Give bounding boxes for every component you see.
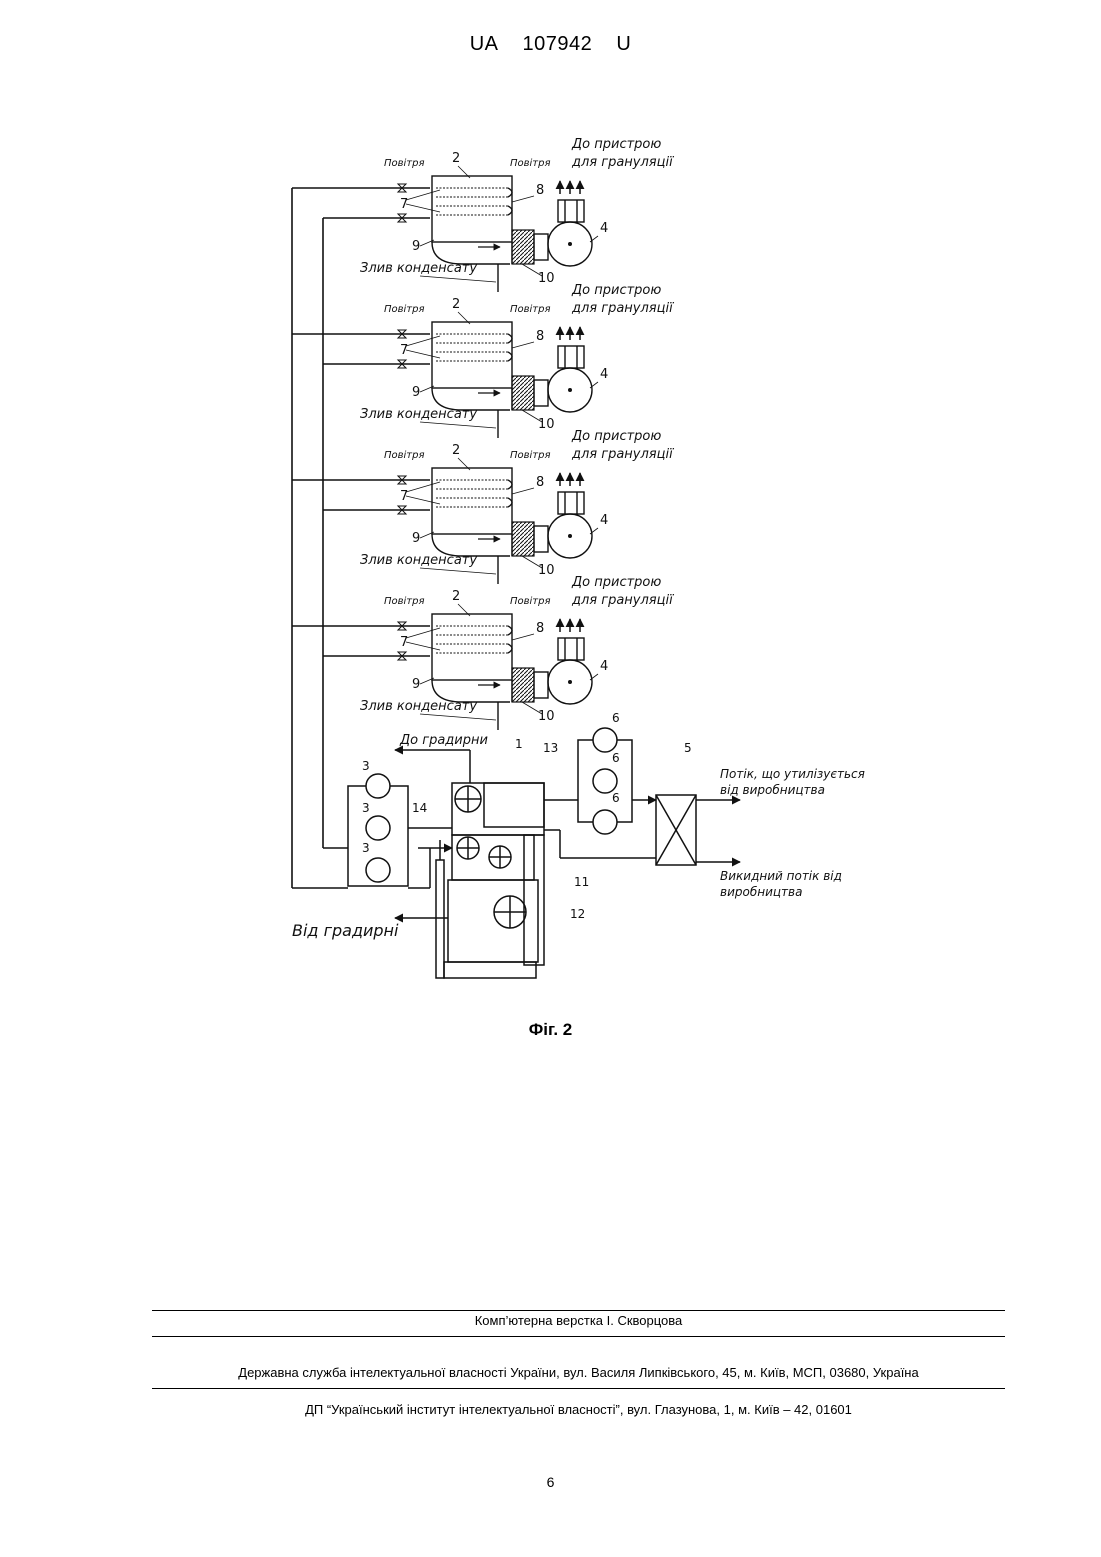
ref-9: 9 [412, 531, 420, 546]
air-left-label: Повітря [384, 303, 425, 315]
granulation-label: для грануляції [571, 593, 674, 608]
air-right-label: Повітря [510, 157, 551, 169]
technical-drawing: ПовітряПовітряДо пристроюдля грануляціїЗ… [0, 0, 1101, 1000]
ref-8: 8 [536, 621, 544, 636]
heater-unit-1: Повітря Повітря До пристрою для грануляціїЗ… [292, 137, 674, 292]
footer-institute-address: ДП “Український інститут інтелектуальної… [152, 1402, 1005, 1417]
footer-rule-top [152, 1310, 1005, 1311]
figure-caption: Фіг. 2 [0, 1020, 1101, 1040]
ref-4: 4 [600, 367, 608, 382]
to-device-label: До пристрою [571, 429, 661, 444]
ref-2: 2 [452, 297, 460, 312]
ref-10: 10 [538, 271, 555, 286]
main-pipes [292, 188, 323, 888]
utilized-flow-label-2: від виробництва [720, 783, 825, 797]
footer-rule-bottom [152, 1388, 1005, 1389]
ref-10: 10 [538, 417, 555, 432]
condensate-label: Злив конденсату [360, 699, 477, 714]
air-right-label: Повітря [510, 303, 551, 315]
air-right-label: Повітря [510, 595, 551, 607]
ref-9: 9 [412, 239, 420, 254]
to-cooling-tower-label: До градирни [399, 733, 488, 748]
ref-number-3b: 3 [362, 801, 370, 815]
exhaust-flow-label-2: виробництва [720, 885, 802, 899]
exhaust-flow-label-1: Викидний потік від [720, 869, 842, 883]
ref-number-5: 5 [684, 741, 692, 755]
granulation-label: для грануляції [571, 301, 674, 316]
ref-2: 2 [452, 589, 460, 604]
ref-10: 10 [538, 709, 555, 724]
ref-number-3a: 3 [362, 759, 370, 773]
ref-2: 2 [452, 151, 460, 166]
page-number: 6 [0, 1474, 1101, 1490]
to-device-label: До пристрою [571, 283, 661, 298]
ref-number-6b: 6 [612, 751, 620, 765]
granulation-label: для грануляції [571, 447, 674, 462]
ref-number-1: 1 [515, 737, 523, 751]
ref-number-6a: 6 [612, 711, 620, 725]
condensate-label: Злив конденсату [360, 261, 477, 276]
to-device-label: До пристрою [571, 137, 661, 152]
condensate-label: Злив конденсату [360, 407, 477, 422]
ref-number-14: 14 [412, 801, 427, 815]
ref-number-13: 13 [543, 741, 558, 755]
ref-number-6c: 6 [612, 791, 620, 805]
footer-service-address: Державна служба інтелектуальної власност… [152, 1365, 1005, 1380]
air-left-label: Повітря [384, 595, 425, 607]
ref-9: 9 [412, 385, 420, 400]
ref-4: 4 [600, 221, 608, 236]
heater-unit-2: Повітря Повітря До пристрою для грануляціїЗ… [292, 283, 674, 438]
heater-unit-3: Повітря Повітря До пристрою для грануляціїЗ… [292, 429, 674, 584]
condensate-label: Злив конденсату [360, 553, 477, 568]
ref-8: 8 [536, 475, 544, 490]
utilized-flow-label-1: Потік, що утилізується [720, 767, 865, 781]
ref-number-12: 12 [570, 907, 585, 921]
heater-unit-4: Повітря Повітря До пристрою для грануляціїЗ… [292, 575, 674, 730]
air-right-label: Повітря [510, 449, 551, 461]
footer-rule-middle [152, 1336, 1005, 1337]
footer-layout-credit: Комп’ютерна верстка І. Скворцова [152, 1313, 1005, 1328]
ref-4: 4 [600, 513, 608, 528]
ref-2: 2 [452, 443, 460, 458]
to-device-label: До пристрою [571, 575, 661, 590]
ref-8: 8 [536, 329, 544, 344]
ref-8: 8 [536, 183, 544, 198]
ref-number-11: 11 [574, 875, 589, 889]
air-left-label: Повітря [384, 449, 425, 461]
air-left-label: Повітря [384, 157, 425, 169]
ref-10: 10 [538, 563, 555, 578]
ref-4: 4 [600, 659, 608, 674]
granulation-label: для грануляції [571, 155, 674, 170]
ref-number-3c: 3 [362, 841, 370, 855]
ref-9: 9 [412, 677, 420, 692]
from-cooling-tower-label: Від градирні [292, 921, 399, 940]
bottom-equipment [292, 728, 740, 978]
